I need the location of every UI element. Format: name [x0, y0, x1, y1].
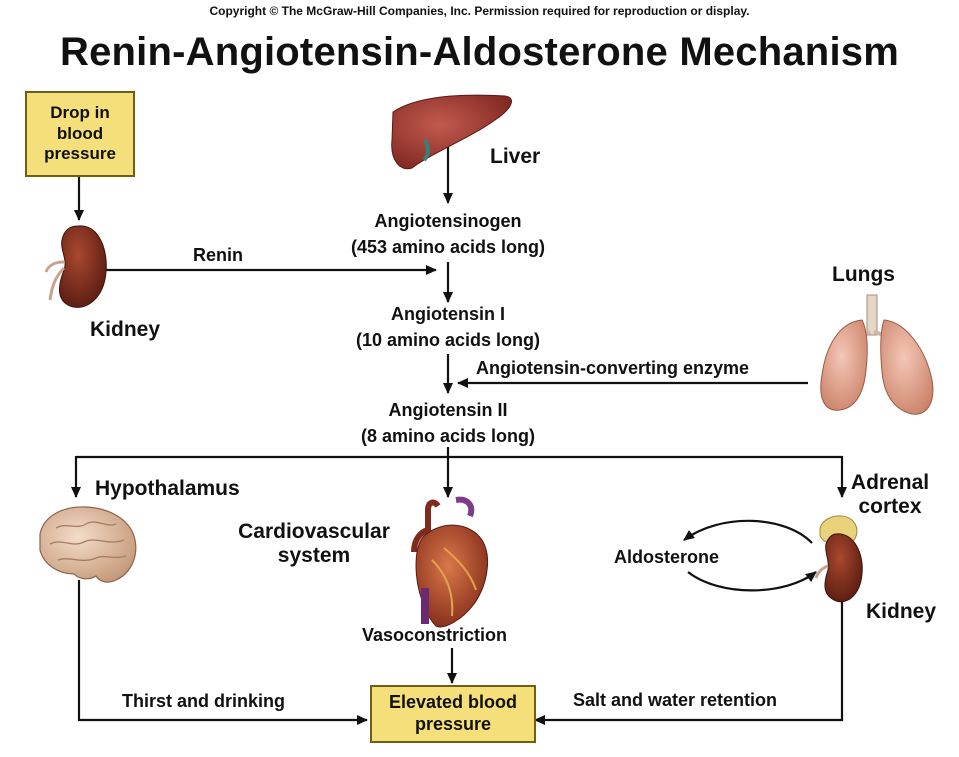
kidney-left-label: Kidney — [90, 318, 161, 341]
arrow-salt — [534, 600, 844, 725]
angiotensinogen-label: Angiotensinogen — [374, 211, 522, 231]
angiotensin-ii-label: Angiotensin II — [388, 400, 508, 420]
elevated-box-line-1: Elevated blood — [388, 692, 518, 713]
lungs-illustration — [820, 294, 934, 415]
adrenal-line-2: cortex — [858, 495, 922, 518]
thirst-label: Thirst and drinking — [122, 691, 286, 711]
drop-box-line-2: blood — [56, 123, 104, 143]
ace-label: Angiotensin-converting enzyme — [476, 358, 750, 378]
angiotensin-i-label: Angiotensin I — [391, 304, 505, 324]
elevated-box-line-2: pressure — [414, 714, 492, 734]
drop-box-line-3: pressure — [44, 144, 116, 164]
arrows — [71, 140, 847, 725]
drop-box-line-1: Drop in — [50, 102, 110, 122]
liver-label: Liver — [490, 145, 541, 168]
angiotensin-ii-length: (8 amino acids long) — [360, 426, 536, 446]
brain-illustration — [39, 506, 137, 583]
arrow-aldosterone-top — [683, 519, 813, 544]
drop-in-blood-pressure-box: Drop in blood pressure — [25, 91, 135, 177]
aldosterone-label: Aldosterone — [614, 547, 720, 567]
copyright-notice: Copyright © The McGraw-Hill Companies, I… — [209, 4, 750, 18]
angiotensin-i-length: (10 amino acids long) — [355, 330, 541, 350]
adrenal-cortex-label: Adrenal cortex — [845, 471, 935, 519]
diagram-title: Renin-Angiotensin-Aldosterone Mechanism — [60, 30, 899, 74]
kidney-right-label: Kidney — [866, 600, 937, 623]
arrow-thirst — [77, 580, 368, 725]
heart-illustration — [411, 496, 488, 628]
adrenal-kidney-illustration — [814, 515, 863, 603]
cardiovascular-line-2: system — [277, 544, 351, 567]
vasoconstriction-label: Vasoconstriction — [362, 625, 508, 645]
lungs-label: Lungs — [832, 263, 895, 286]
renin-label: Renin — [193, 245, 244, 265]
salt-water-label: Salt and water retention — [573, 690, 778, 710]
liver-illustration — [391, 94, 512, 170]
cardiovascular-line-1: Cardiovascular — [238, 520, 390, 543]
angiotensinogen-length: (453 amino acids long) — [350, 237, 546, 257]
adrenal-line-1: Adrenal — [850, 471, 930, 494]
arrow-aldosterone-bottom — [687, 571, 817, 592]
elevated-blood-pressure-box: Elevated blood pressure — [370, 685, 536, 743]
hypothalamus-label: Hypothalamus — [95, 477, 240, 500]
cardiovascular-system-label: Cardiovascular system — [214, 520, 414, 568]
kidney-left-illustration — [44, 225, 107, 308]
